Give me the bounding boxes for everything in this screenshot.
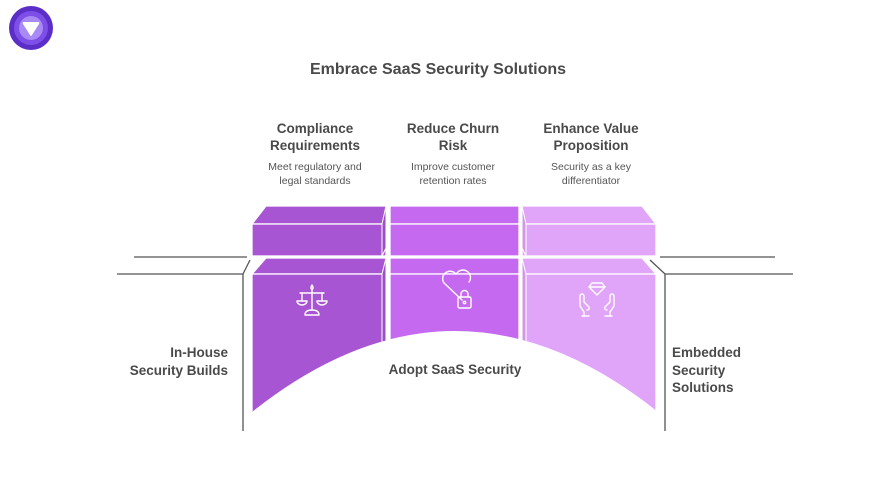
top-block-1-front-face [251,223,387,257]
column-description: Meet regulatory and legal standards [268,161,362,187]
right-label: Embedded Security Solutions [672,345,742,395]
column-description: Security as a key differentiator [551,161,631,187]
column-value: Enhance Value Proposition Security as a … [516,120,666,188]
top-block-3 [521,205,658,257]
arch-block-1-front-face [251,273,387,420]
arch-block-3-side-face [521,257,527,420]
top-block-3-top-face [521,205,658,225]
diagram-title: Embrace SaaS Security Solutions [309,61,567,78]
arch-block-3 [521,257,658,420]
hands-diamond-icon [579,282,615,317]
heart-lock-icon [441,269,472,309]
right-bracket-lines [649,256,793,431]
left-label: In-House Security Builds [129,345,228,378]
arch-block-2 [389,257,520,420]
column-heading: Compliance Requirements [269,121,361,153]
arch-block-3-top-face [521,257,658,275]
top-block-2-top-face [389,205,520,225]
top-block-3-front-face [521,223,657,257]
top-block-2-front-face [389,223,520,257]
scales-of-justice-icon [296,284,328,316]
column-description: Improve customer retention rates [410,161,496,187]
arch-block-1-top-face [250,257,387,275]
column-heading: Enhance Value Proposition [543,121,639,153]
arch-block-1-side-face [381,257,387,420]
column-heading: Reduce Churn Risk [406,121,500,153]
arch-block-1 [250,257,387,420]
top-block-3-side-face [521,205,527,257]
top-block-1-top-face [250,205,387,225]
top-block-1 [250,205,387,257]
top-block-1-side-face [381,205,387,257]
column-churn: Reduce Churn Risk Improve customer reten… [378,120,528,188]
top-block-2 [389,205,520,257]
arch-block-2-top-face [389,257,520,275]
center-label: Adopt SaaS Security [388,362,522,377]
arch-block-2-front-face [389,273,520,420]
left-bracket-lines [117,256,251,431]
arch-block-3-front-face [521,273,657,420]
logo-icon [9,6,53,50]
column-compliance: Compliance Requirements Meet regulatory … [240,120,390,188]
